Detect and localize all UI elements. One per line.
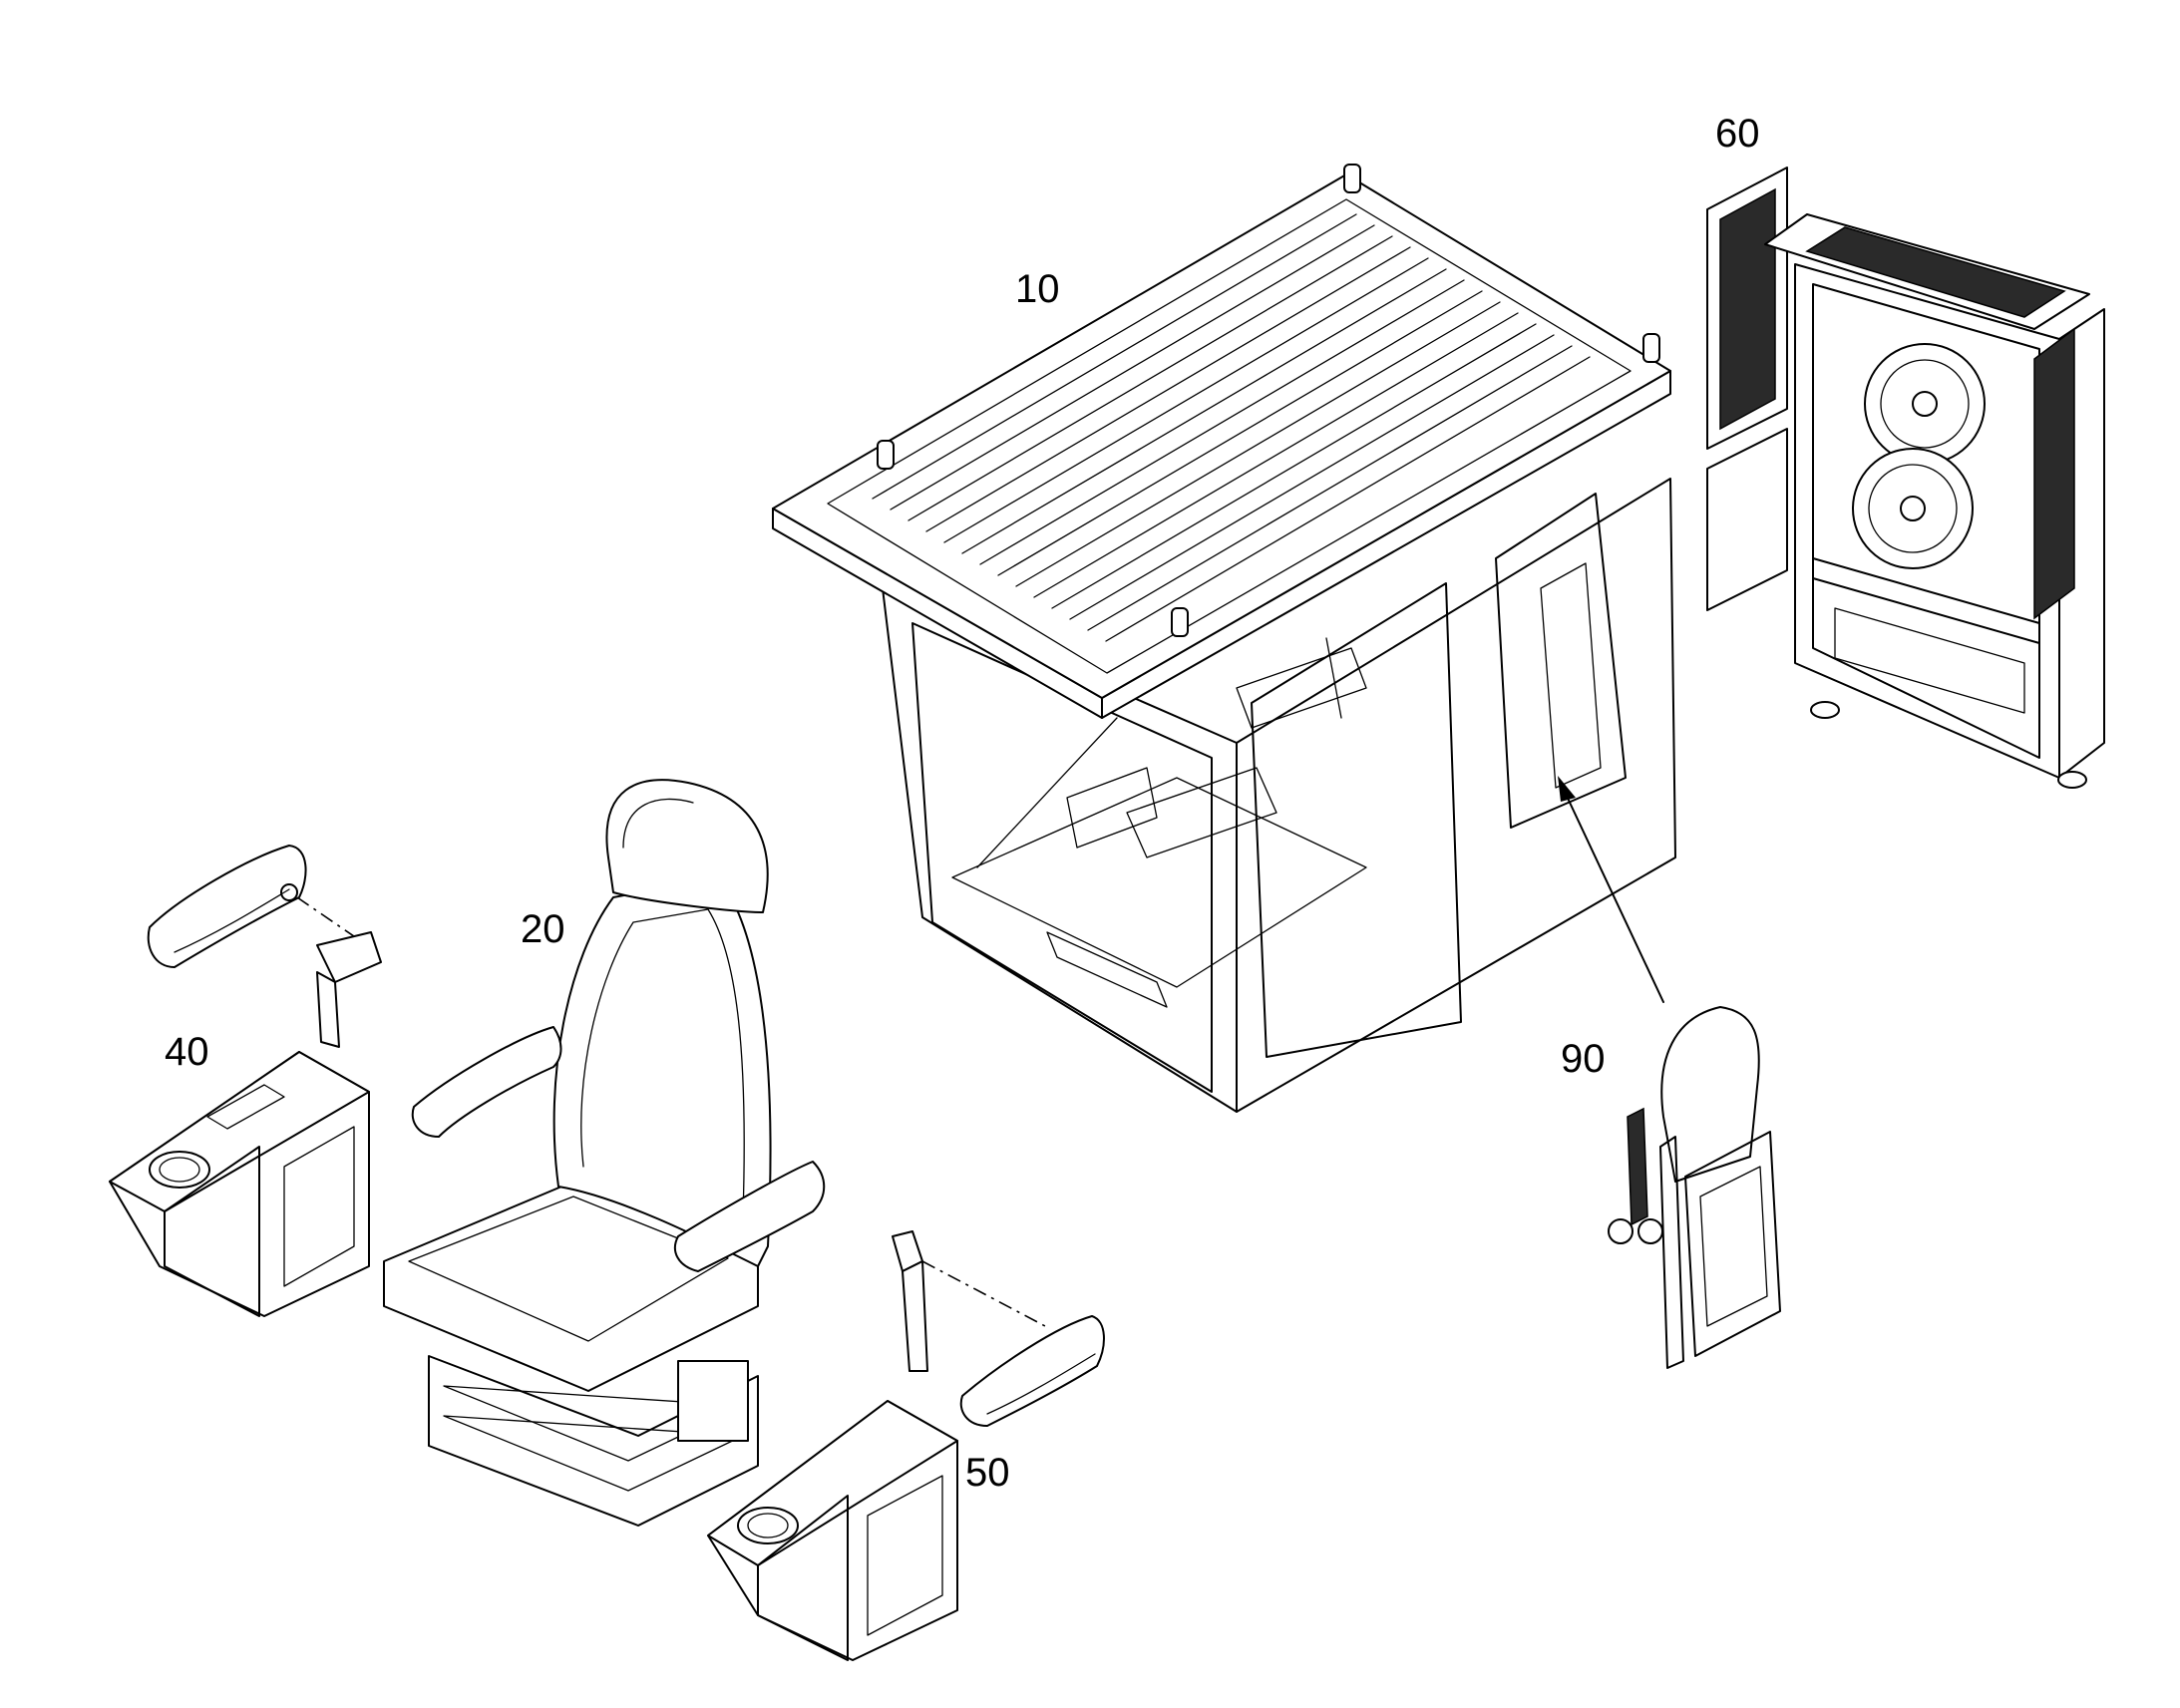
roof-ribs [872,213,1591,642]
callout-50-right-console: 50 [965,1451,1010,1495]
trainer-seat-assembly [1608,1006,1781,1369]
callout-10-cab: 10 [1015,267,1060,311]
callout-40-left-console: 40 [165,1030,209,1074]
callout-20-seat: 20 [521,907,565,951]
operator-seat-assembly [383,779,826,1527]
callout-90-trainer-seat: 90 [1561,1037,1606,1081]
cab-assembly [772,164,1676,1113]
left-console-assembly [109,845,382,1317]
right-console-assembly [707,1230,1105,1661]
hvac-unit-assembly [1706,167,2105,789]
callout-60-hvac-unit: 60 [1715,112,1760,156]
